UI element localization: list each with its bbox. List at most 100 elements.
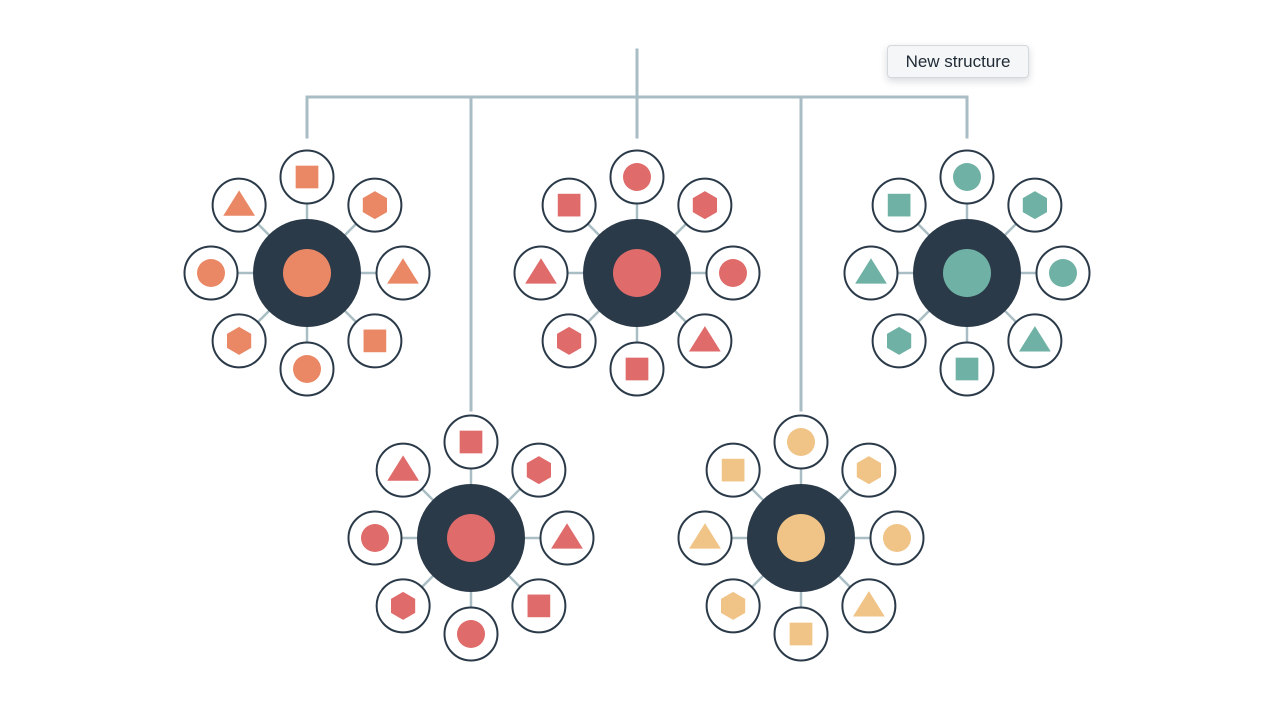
hexagon-icon	[227, 326, 252, 355]
hub-circle-icon	[283, 249, 331, 297]
member-node[interactable]	[279, 341, 335, 397]
square-icon	[459, 430, 483, 454]
hexagon-icon	[721, 591, 746, 620]
spoke-line	[836, 573, 852, 589]
spoke-line	[256, 308, 272, 324]
member-node[interactable]	[443, 606, 499, 662]
hexagon-icon	[526, 456, 551, 485]
square-icon	[363, 329, 387, 353]
spoke-line	[420, 487, 436, 503]
square-icon	[955, 357, 979, 381]
member-node[interactable]	[375, 578, 431, 634]
spoke-line	[916, 222, 932, 238]
spoke-line	[750, 487, 766, 503]
circle-icon	[719, 259, 747, 287]
circle-icon	[197, 259, 225, 287]
circle-icon	[1049, 259, 1077, 287]
triangle-icon	[223, 190, 255, 216]
spoke-line	[506, 487, 522, 503]
member-node[interactable]	[541, 313, 597, 369]
square-icon	[557, 193, 581, 217]
member-node[interactable]	[211, 177, 267, 233]
hexagon-icon	[391, 591, 416, 620]
member-node[interactable]	[609, 149, 665, 205]
member-node[interactable]	[347, 510, 403, 566]
hexagon-icon	[887, 326, 912, 355]
triangle-icon	[689, 326, 721, 352]
circle-icon	[953, 163, 981, 191]
member-node[interactable]	[939, 149, 995, 205]
member-node[interactable]	[513, 245, 569, 301]
member-node[interactable]	[1007, 313, 1063, 369]
circle-icon	[883, 524, 911, 552]
member-node[interactable]	[841, 578, 897, 634]
member-node[interactable]	[869, 510, 925, 566]
triangle-icon	[551, 523, 583, 549]
member-node[interactable]	[705, 578, 761, 634]
member-node[interactable]	[677, 313, 733, 369]
circle-icon	[293, 355, 321, 383]
hexagon-icon	[856, 456, 881, 485]
member-node[interactable]	[705, 442, 761, 498]
spoke-line	[750, 573, 766, 589]
square-icon	[721, 458, 745, 482]
member-node[interactable]	[677, 177, 733, 233]
new-structure-button[interactable]: New structure	[887, 45, 1029, 78]
member-node[interactable]	[773, 414, 829, 470]
connector-lines	[305, 48, 969, 412]
spoke-line	[1002, 222, 1018, 238]
square-icon	[295, 165, 319, 189]
member-node[interactable]	[511, 578, 567, 634]
square-icon	[887, 193, 911, 217]
spoke-line	[506, 573, 522, 589]
spoke-line	[672, 308, 688, 324]
hexagon-icon	[692, 191, 717, 220]
cluster-top-center	[513, 149, 761, 397]
spoke-line	[586, 308, 602, 324]
triangle-icon	[525, 258, 557, 284]
member-node[interactable]	[347, 313, 403, 369]
triangle-icon	[853, 591, 885, 617]
clusters	[183, 149, 1091, 662]
member-node[interactable]	[705, 245, 761, 301]
spoke-line	[1002, 308, 1018, 324]
member-node[interactable]	[871, 177, 927, 233]
spoke-line	[672, 222, 688, 238]
member-node[interactable]	[347, 177, 403, 233]
triangle-icon	[387, 258, 419, 284]
member-node[interactable]	[443, 414, 499, 470]
member-node[interactable]	[375, 245, 431, 301]
hub-circle-icon	[943, 249, 991, 297]
member-node[interactable]	[609, 341, 665, 397]
member-node[interactable]	[1007, 177, 1063, 233]
cluster-top-right	[843, 149, 1091, 397]
spoke-line	[420, 573, 436, 589]
spoke-line	[916, 308, 932, 324]
hub-circle-icon	[447, 514, 495, 562]
square-icon	[625, 357, 649, 381]
spoke-line	[836, 487, 852, 503]
circle-icon	[361, 524, 389, 552]
member-node[interactable]	[183, 245, 239, 301]
hexagon-icon	[362, 191, 387, 220]
cluster-top-left	[183, 149, 431, 397]
square-icon	[789, 622, 813, 646]
member-node[interactable]	[841, 442, 897, 498]
triangle-icon	[689, 523, 721, 549]
member-node[interactable]	[1035, 245, 1091, 301]
square-icon	[527, 594, 551, 618]
member-node[interactable]	[539, 510, 595, 566]
member-node[interactable]	[677, 510, 733, 566]
member-node[interactable]	[279, 149, 335, 205]
member-node[interactable]	[843, 245, 899, 301]
member-node[interactable]	[375, 442, 431, 498]
member-node[interactable]	[939, 341, 995, 397]
circle-icon	[457, 620, 485, 648]
member-node[interactable]	[871, 313, 927, 369]
member-node[interactable]	[511, 442, 567, 498]
member-node[interactable]	[773, 606, 829, 662]
member-node[interactable]	[541, 177, 597, 233]
member-node[interactable]	[211, 313, 267, 369]
triangle-icon	[387, 455, 419, 481]
